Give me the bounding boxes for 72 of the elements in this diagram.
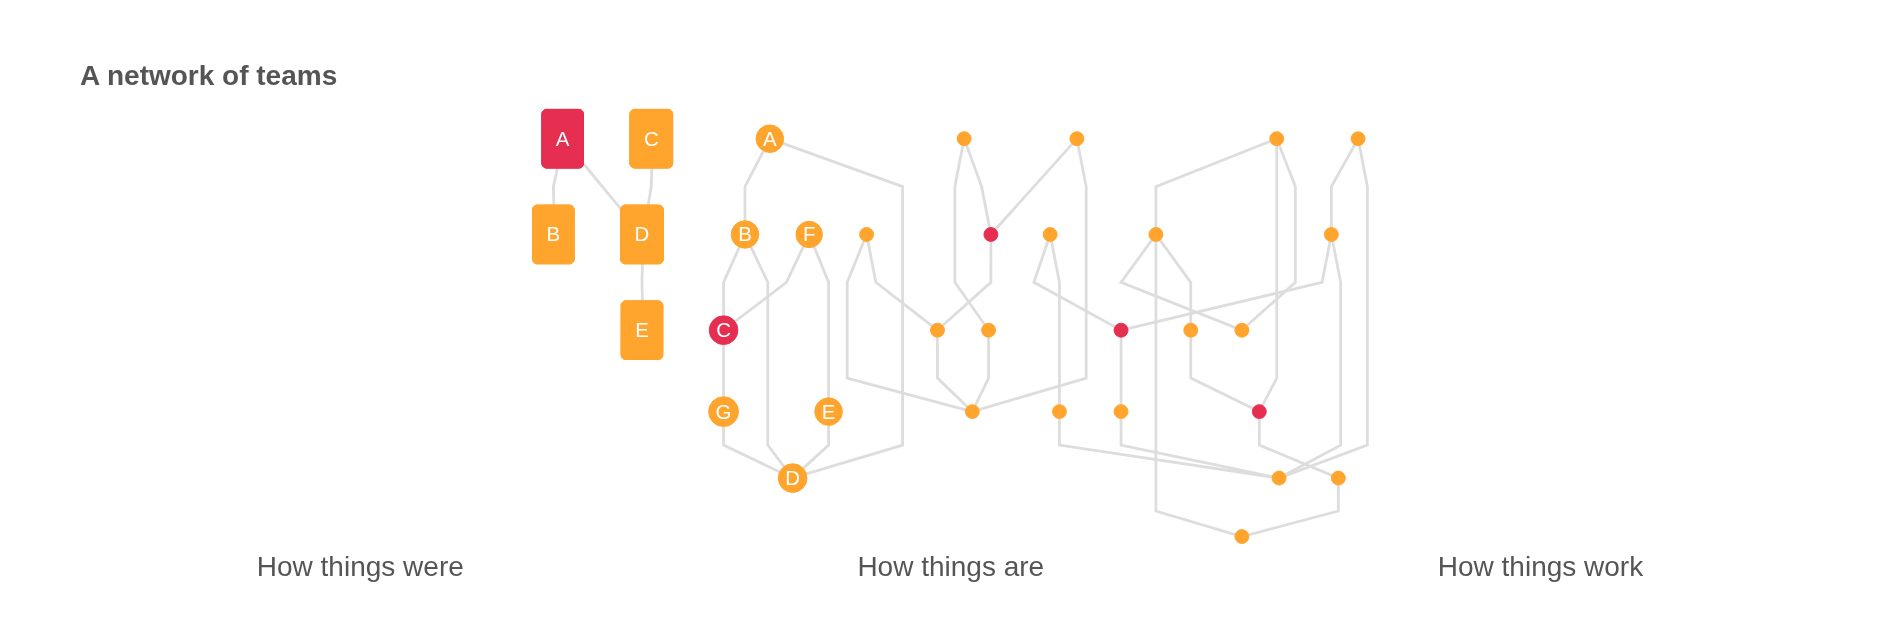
connector (722, 344, 725, 397)
connector (1248, 485, 1340, 537)
node-circle (956, 131, 972, 147)
connector (1154, 140, 1271, 228)
connector (1329, 144, 1356, 228)
connector (1285, 145, 1369, 477)
connector (965, 144, 991, 228)
connector (1032, 240, 1116, 329)
panel-caption: How things work (1437, 551, 1644, 583)
node-circle: D (777, 463, 808, 493)
connector (1119, 337, 1123, 405)
node-circle: G (708, 396, 739, 427)
connector (1154, 241, 1236, 536)
connector (646, 168, 654, 206)
connector (749, 246, 786, 468)
node-circle (1069, 131, 1085, 147)
connector (866, 241, 933, 328)
connector (812, 246, 830, 398)
node-circle (1350, 131, 1366, 147)
node-circle (1271, 470, 1287, 486)
connector (802, 425, 830, 470)
node-circle: E (814, 397, 843, 426)
connector (953, 145, 986, 326)
connector (845, 240, 966, 412)
connector (974, 337, 990, 406)
connector (941, 241, 993, 327)
node-circle (1234, 529, 1250, 545)
node-circle (1323, 227, 1339, 242)
connector (1257, 418, 1333, 477)
node-circle (1269, 131, 1285, 147)
connector (722, 246, 741, 316)
node-circle (1113, 404, 1129, 420)
panel-caption: How things were (256, 551, 464, 583)
node-circle (1042, 227, 1058, 242)
connector (1158, 239, 1193, 324)
node-circle (1330, 470, 1346, 486)
node-circle (1052, 404, 1067, 420)
connector (1118, 239, 1236, 329)
connector (782, 142, 904, 476)
diagram-title: A network of teams (80, 60, 338, 92)
node-circle (1234, 322, 1250, 338)
connector (1261, 145, 1279, 407)
connector (552, 168, 559, 206)
node-circle (983, 227, 999, 242)
connector (936, 337, 969, 408)
node-circle (981, 322, 996, 338)
node-circle (859, 227, 874, 242)
connector (994, 142, 1074, 231)
node-circle (1113, 322, 1129, 338)
node-circle (964, 404, 980, 420)
connector (1246, 144, 1297, 327)
node-circle (1251, 404, 1267, 420)
node-circle (930, 322, 945, 338)
connector (1127, 241, 1332, 330)
connector (978, 145, 1088, 411)
node-circle (1183, 322, 1199, 338)
node-circle: C (708, 315, 739, 346)
connector (1189, 337, 1254, 410)
connector (1284, 241, 1343, 477)
node-circle: B (730, 220, 760, 249)
connector (1119, 418, 1273, 479)
connector (640, 264, 644, 302)
connector (1050, 241, 1061, 405)
node-circle: F (795, 220, 823, 249)
connector (1058, 418, 1273, 479)
connector (722, 426, 781, 474)
node-circle: A (755, 124, 785, 153)
panel-caption: How things are (857, 551, 1045, 583)
connector (743, 150, 765, 221)
connector (734, 245, 805, 323)
node-circle (1148, 227, 1164, 242)
connector (582, 163, 623, 211)
